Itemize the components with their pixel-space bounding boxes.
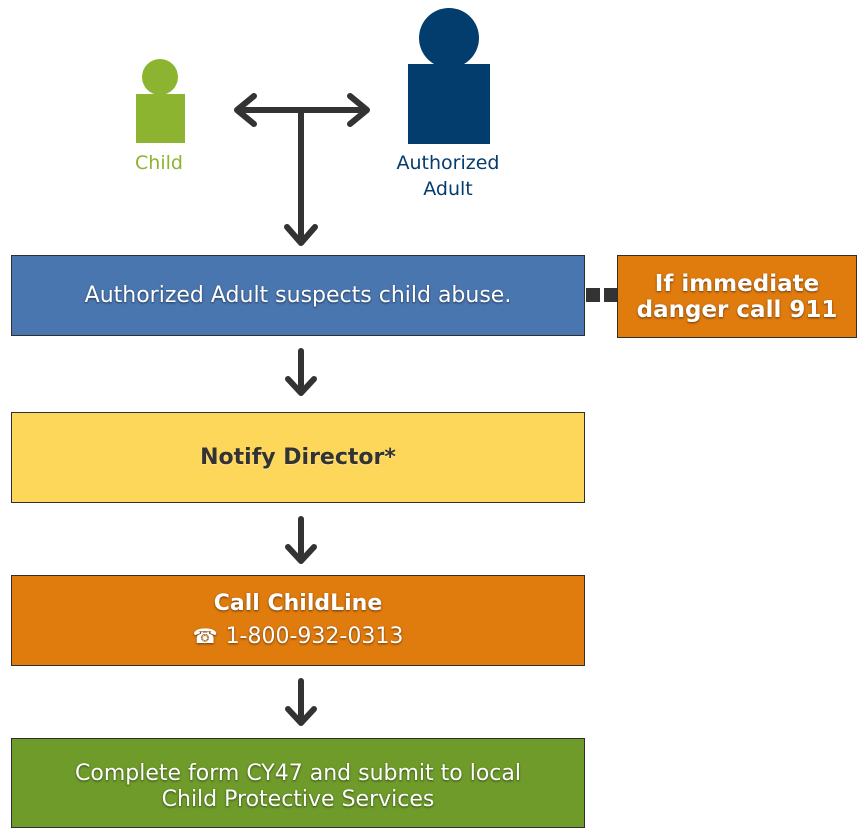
child-label: Child	[135, 152, 183, 174]
suspect-step-text: Authorized Adult suspects child abuse.	[84, 283, 512, 308]
adult-label-line1: Authorized	[396, 152, 500, 174]
arrow-down-icon	[285, 348, 317, 396]
complete-form-box: Complete form CY47 and submit to local C…	[11, 738, 585, 828]
form-line2: Child Protective Services	[161, 787, 435, 812]
childline-phone-row: ☎ 1-800-932-0313	[193, 620, 404, 653]
arrow-down-icon	[285, 516, 317, 564]
relationship-connector	[234, 93, 370, 246]
suspect-step-box: Authorized Adult suspects child abuse.	[11, 255, 585, 336]
notify-director-box: Notify Director*	[11, 412, 585, 503]
childline-title: Call ChildLine	[213, 591, 383, 616]
dash-connector-2	[604, 288, 618, 302]
adult-head	[419, 8, 479, 68]
child-person-icon	[136, 59, 186, 143]
danger-line2: danger call 911	[636, 296, 838, 323]
notify-director-text: Notify Director*	[200, 445, 396, 470]
adult-label-line2: Adult	[423, 178, 473, 200]
telephone-icon: ☎	[192, 624, 218, 648]
form-line1: Complete form CY47 and submit to local	[75, 761, 521, 786]
childline-phone[interactable]: 1-800-932-0313	[225, 624, 404, 649]
danger-call-911-box: If immediate danger call 911	[617, 255, 857, 338]
adult-person-icon	[408, 8, 490, 144]
adult-body	[408, 64, 490, 144]
adult-label: Authorized Adult	[368, 150, 528, 202]
child-head	[142, 59, 178, 95]
child-body	[136, 94, 185, 143]
childline-box: Call ChildLine ☎ 1-800-932-0313	[11, 575, 585, 666]
arrow-down-icon	[285, 678, 317, 726]
danger-line1: If immediate	[654, 270, 820, 297]
dash-connector-1	[586, 288, 600, 302]
